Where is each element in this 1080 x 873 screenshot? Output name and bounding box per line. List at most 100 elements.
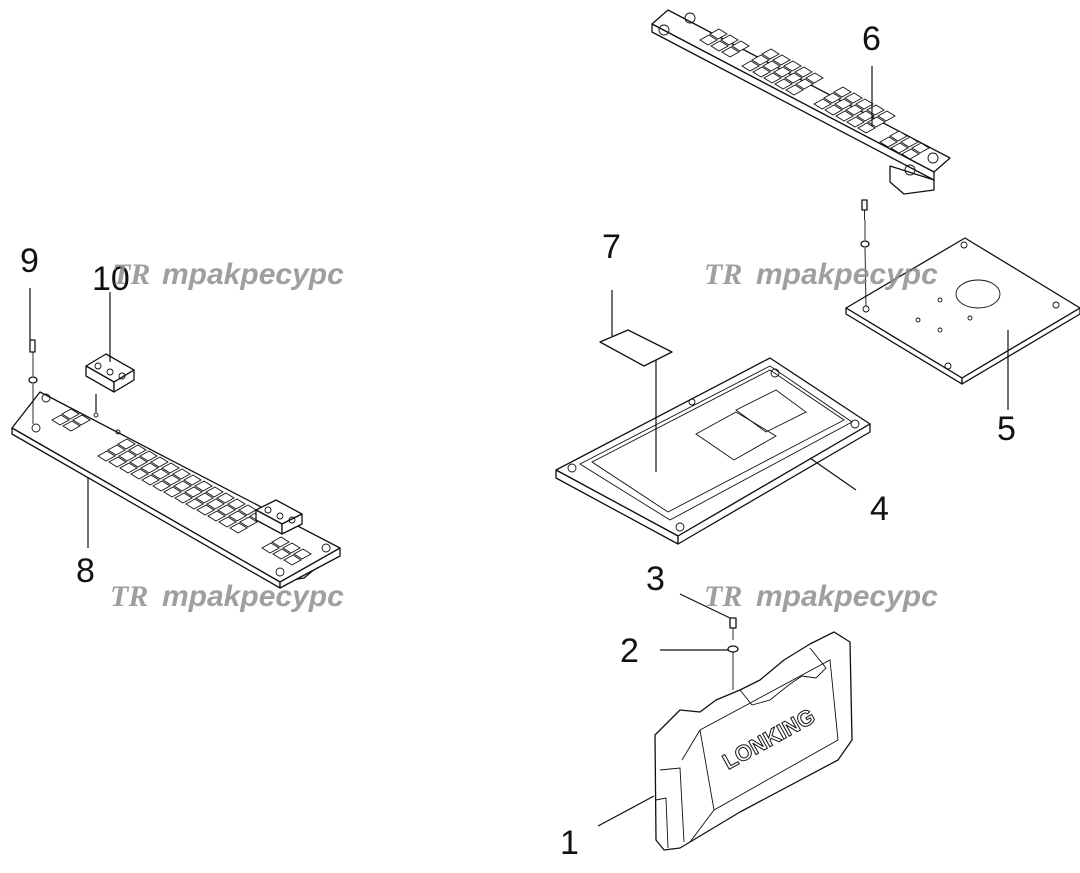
perforation-hole — [794, 66, 813, 78]
callout-1: 1 — [560, 824, 579, 862]
part-9-bolt — [28, 339, 38, 424]
perforation-hole — [772, 54, 791, 66]
part-8-perforated-bar — [11, 391, 341, 589]
perforation-hole — [901, 148, 920, 160]
perforation-hole — [218, 516, 237, 528]
perforation-hole — [271, 536, 290, 548]
perforation-hole — [117, 438, 136, 450]
perforation-hole — [195, 492, 214, 504]
perforation-hole — [834, 98, 853, 110]
perforation-hole — [741, 60, 760, 72]
part-6-perforated-plate — [651, 9, 951, 195]
perforation-hole — [227, 498, 246, 510]
perforation-hole — [229, 522, 248, 534]
perforation-hole — [228, 510, 247, 522]
perforation-hole — [72, 414, 91, 426]
perforation-hole — [699, 34, 718, 46]
perforation-hole — [61, 408, 80, 420]
perforation-hole — [911, 142, 930, 154]
part-5-square-plate — [845, 237, 1080, 385]
watermark-3: TR трakpecypc — [110, 580, 344, 613]
part-4-tray — [555, 357, 871, 545]
perforation-hole — [185, 498, 204, 510]
watermark-1: TR трakpecypc — [112, 258, 344, 291]
perforation-hole — [813, 98, 832, 110]
callout-8: 8 — [76, 552, 95, 590]
perforation-hole — [856, 110, 875, 122]
perforation-hole — [824, 104, 843, 116]
perforation-hole — [857, 122, 876, 134]
watermark-logo: TR — [110, 580, 148, 613]
perforation-hole — [140, 462, 159, 474]
perforation-hole — [217, 504, 236, 516]
perforation-hole — [752, 66, 771, 78]
perforation-hole — [890, 142, 909, 154]
callout-2: 2 — [620, 632, 639, 670]
perforation-hole — [900, 136, 919, 148]
perforation-hole — [846, 116, 865, 128]
perforation-hole — [721, 46, 740, 58]
callout-9: 9 — [20, 242, 39, 280]
perforation-hole — [805, 72, 824, 84]
perforation-hole — [207, 510, 226, 522]
watermark-logo: TR — [704, 258, 742, 291]
watermark-logo: TR — [112, 258, 150, 291]
perforation-hole — [151, 468, 170, 480]
perforation-hole — [130, 468, 149, 480]
perforation-hole — [761, 48, 780, 60]
callout-10: 10 — [92, 260, 130, 298]
perforation-hole — [272, 548, 291, 560]
watermark-text: трakpecypc — [756, 580, 938, 613]
perforation-hole — [293, 548, 312, 560]
perforation-hole — [709, 28, 728, 40]
leader-lines — [29, 66, 1009, 827]
perforation-hole — [150, 456, 169, 468]
callout-3: 3 — [646, 560, 665, 598]
watermark-logo: TR — [704, 580, 742, 613]
perforation-hole — [141, 474, 160, 486]
perforation-hole — [795, 78, 814, 90]
callout-5: 5 — [997, 410, 1016, 448]
perforation-hole — [889, 130, 908, 142]
callout-labels: 6 7 5 4 3 2 1 8 9 10 — [20, 20, 1016, 862]
perforation-hole — [62, 420, 81, 432]
perforation-hole — [877, 110, 896, 122]
perforation-hole — [785, 84, 804, 96]
perforation-hole — [283, 554, 302, 566]
perforation-hole — [731, 40, 750, 52]
part-8-block — [255, 499, 303, 535]
part-7-label — [599, 329, 673, 367]
part-1-counterweight: LONKING — [654, 631, 853, 851]
perforation-hole — [783, 60, 802, 72]
perforation-hole — [152, 480, 171, 492]
perforation-hole — [196, 504, 215, 516]
callout-4: 4 — [870, 490, 889, 528]
watermark-4: TR трakpecypc — [704, 580, 938, 613]
perforation-hole — [261, 542, 280, 554]
watermark-text: трakpecypc — [756, 258, 938, 291]
watermark-text: трakpecypc — [162, 258, 344, 291]
perforation-hole — [183, 474, 202, 486]
watermark-2: TR трakpecypc — [704, 258, 938, 291]
perforation-hole — [720, 34, 739, 46]
perforation-hole — [844, 92, 863, 104]
perforation-hole — [773, 66, 792, 78]
bolt-part-1 — [727, 617, 739, 690]
perforation-hole — [823, 92, 842, 104]
perforation-hole — [194, 480, 213, 492]
perforation-hole — [161, 462, 180, 474]
perforation-hole — [184, 486, 203, 498]
perforation-hole — [173, 480, 192, 492]
perforation-hole — [762, 60, 781, 72]
perforation-hole — [763, 72, 782, 84]
watermark-text: трakpecypc — [162, 580, 344, 613]
callout-7: 7 — [602, 228, 621, 266]
perforation-hole — [174, 492, 193, 504]
perforation-hole — [172, 468, 191, 480]
perforation-hole — [216, 492, 235, 504]
perforation-hole — [835, 110, 854, 122]
perforation-hole — [163, 486, 182, 498]
perforation-hole — [282, 542, 301, 554]
perforation-hole — [751, 54, 770, 66]
